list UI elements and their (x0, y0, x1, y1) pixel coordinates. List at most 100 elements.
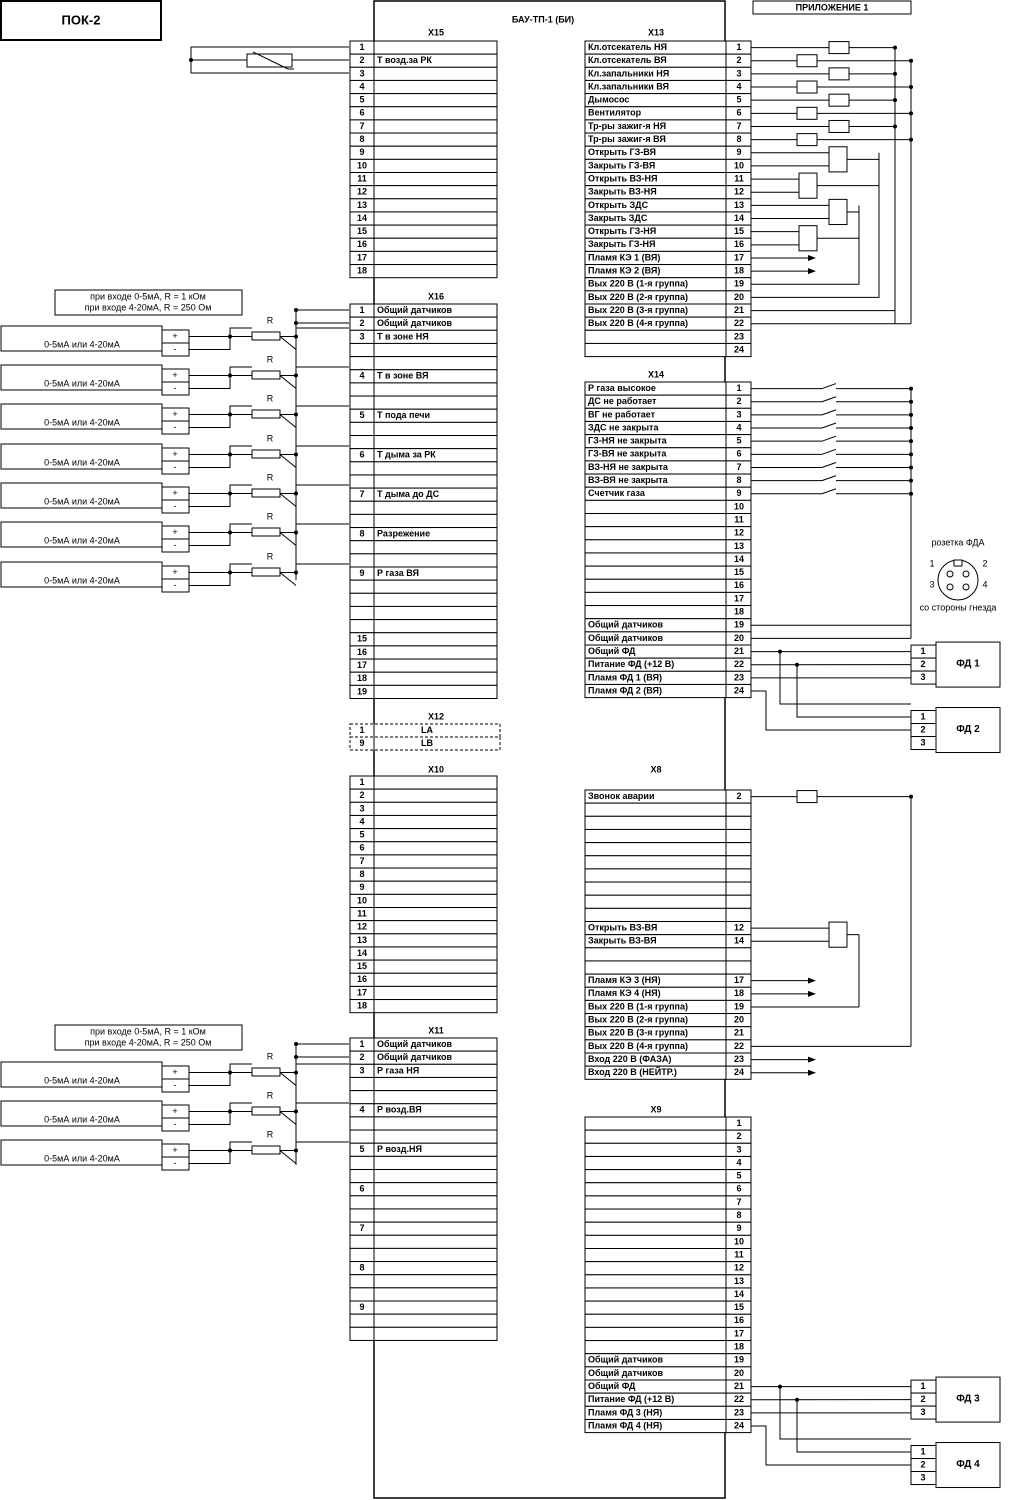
socket-pin (962, 570, 970, 578)
terminal-number: 5 (359, 830, 364, 840)
terminal-number: 7 (736, 462, 741, 472)
terminal-label-cell (373, 775, 498, 790)
terminal-number: 17 (734, 593, 744, 603)
terminal-number-cell (349, 461, 375, 476)
terminal-number: 17 (734, 252, 744, 262)
sensor-source (0, 1061, 163, 1088)
terminal-label: Закрыть ГЗ-НЯ (588, 239, 655, 249)
terminal-number: 14 (734, 1289, 744, 1299)
terminal-label-cell (373, 500, 498, 515)
socket-pin (946, 583, 954, 591)
junction-dot (228, 1148, 232, 1153)
return-wire (189, 484, 252, 507)
terminal-number: 14 (734, 554, 744, 564)
load-coil (828, 93, 850, 107)
junction-dot (795, 662, 799, 667)
terminal-number: 12 (734, 922, 744, 932)
junction-dot (795, 1397, 799, 1402)
sensor-range-label: 0-5мА или 4-20мА (44, 575, 120, 585)
block-x9-title: X9 (650, 1104, 661, 1114)
terminal-label: Закрыть ГЗ-ВЯ (588, 160, 655, 170)
signal-wire (295, 1141, 349, 1151)
sensor-range-label: 0-5мА или 4-20мА (44, 339, 120, 349)
junction-dot (294, 1055, 298, 1059)
terminal-number: 15 (357, 226, 367, 236)
terminal-label: ЗДС не закрыта (588, 422, 659, 432)
terminal-number: 22 (734, 1041, 744, 1051)
terminal-number-cell (725, 802, 752, 817)
junction-dot (228, 452, 232, 457)
resistor-label: R (267, 551, 274, 561)
terminal-label-cell (373, 1155, 498, 1170)
terminal-label: Общий датчиков (377, 1052, 452, 1062)
terminal-number: 13 (734, 541, 744, 551)
terminal-label-cell (584, 1326, 727, 1342)
return-wire (279, 414, 297, 428)
terminal-number: 4 (359, 81, 364, 91)
contact-switch (821, 422, 837, 429)
block-x13 (584, 40, 752, 358)
contact-switch (821, 435, 837, 442)
signal-wire (295, 523, 349, 533)
terminal-number-cell (349, 382, 375, 397)
sensor-source (0, 521, 163, 548)
junction-dot (294, 321, 298, 325)
terminal-label: LA (421, 725, 433, 735)
plus-sign: + (172, 567, 177, 577)
terminal-label-cell (584, 947, 727, 962)
terminal-label-cell (373, 867, 498, 882)
terminal-label: Пламя ФД 3 (НЯ) (588, 1407, 662, 1417)
sensor-source (0, 325, 163, 352)
terminal-number: 1 (359, 305, 364, 315)
terminal-number: 24 (734, 344, 744, 354)
bus-terminal (349, 736, 501, 751)
terminal-number: 4 (359, 1105, 364, 1115)
terminal-label: Т пода печи (377, 410, 430, 420)
minus-sign: - (174, 383, 177, 393)
terminal-label: Р газа высокое (588, 383, 656, 393)
terminal-label-cell (373, 946, 498, 961)
terminal-number-cell (349, 540, 375, 555)
terminal-number: 18 (734, 607, 744, 617)
terminal-number-cell (725, 881, 752, 896)
sensor-source (0, 403, 163, 430)
terminal-number: 23 (734, 672, 744, 682)
terminal-number-cell (349, 1234, 375, 1249)
fd-label: ФД 1 (956, 659, 980, 670)
load-coil (796, 790, 818, 804)
pin-number: 3 (929, 579, 934, 589)
return-wire (279, 375, 297, 389)
return-wire (279, 336, 297, 350)
terminal-label: Закрыть ВЗ-НЯ (588, 187, 657, 197)
terminal-number-cell (349, 1116, 375, 1131)
terminal-number: 24 (734, 1420, 744, 1430)
terminal-label-cell (584, 526, 727, 541)
minus-sign: - (174, 422, 177, 432)
terminal-number: 9 (359, 882, 364, 892)
terminal-label: Общий датчиков (588, 1368, 663, 1378)
block-x15 (349, 40, 498, 279)
terminal-label-cell (584, 960, 727, 975)
load-coil (796, 80, 818, 94)
terminal-number: 15 (734, 567, 744, 577)
terminal-label-cell (584, 342, 727, 358)
terminal-number-cell (725, 907, 752, 922)
pin-number: 2 (982, 558, 987, 568)
terminal-number: 5 (736, 1171, 741, 1181)
shunt-resistor (251, 370, 281, 380)
terminal-label: Вход 220 В (НЕЙТР.) (588, 1066, 677, 1077)
block-x14 (584, 381, 752, 699)
terminal-number: 1 (359, 725, 364, 735)
load-coil (828, 146, 848, 173)
return-wire (189, 1141, 252, 1164)
fd-common-wire (779, 1386, 911, 1440)
terminal-number: 5 (359, 95, 364, 105)
terminal-number: 1 (359, 1039, 364, 1049)
terminal-label-cell (373, 632, 498, 647)
terminal-label-cell (584, 1169, 727, 1184)
junction-dot (778, 1384, 782, 1389)
terminal-number: 16 (734, 580, 744, 590)
block-x9 (584, 1116, 752, 1434)
terminal-label-cell (584, 499, 727, 515)
page-title: ПОК-2 (62, 12, 101, 27)
